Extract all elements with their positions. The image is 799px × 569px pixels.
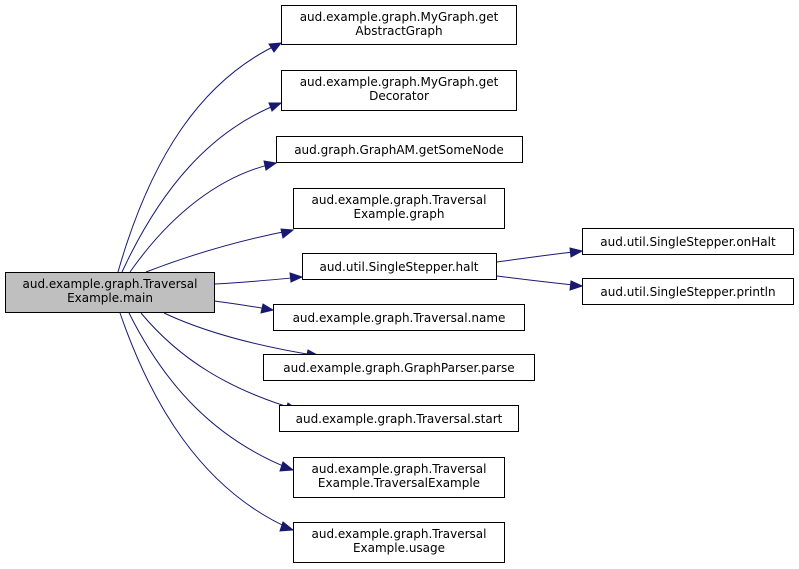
node-singlestepper-halt[interactable]: aud.util.SingleStepper.halt [302, 253, 497, 280]
node-label: aud.util.SingleStepper.onHalt [600, 235, 776, 249]
node-label: aud.graph.GraphAM.getSomeNode [294, 143, 504, 157]
edge-main-to-get-some-node [129, 160, 278, 273]
node-label-line1: aud.example.graph.MyGraph.get [300, 75, 499, 89]
node-singlestepper-on-halt[interactable]: aud.util.SingleStepper.onHalt [582, 228, 794, 255]
node-mygraph-get-abstract-graph[interactable]: aud.example.graph.MyGraph.get AbstractGr… [281, 5, 517, 45]
edge-main-to-halt [213, 272, 304, 285]
node-label-line1: aud.example.graph.Traversal [311, 462, 486, 476]
node-label-line1: aud.example.graph.Traversal [311, 193, 486, 207]
node-label: aud.util.SingleStepper.println [600, 285, 775, 299]
node-graphparser-parse[interactable]: aud.example.graph.GraphParser.parse [263, 354, 535, 381]
node-label: aud.example.graph.GraphParser.parse [283, 361, 514, 375]
edge-main-to-usage [119, 312, 295, 532]
node-label-line1: aud.example.graph.Traversal [22, 277, 197, 291]
node-label-line2: Example.TraversalExample [318, 476, 480, 490]
edge-halt-to-println [496, 275, 584, 291]
node-label-line1: aud.example.graph.Traversal [311, 527, 486, 541]
node-traversal-example-main[interactable]: aud.example.graph.Traversal Example.main [5, 272, 215, 313]
node-label: aud.example.graph.Traversal.start [296, 412, 503, 426]
edge-main-to-get-abstract-graph [117, 42, 283, 273]
edge-main-to-traversal-name [213, 300, 275, 314]
node-label: aud.example.graph.Traversal.name [293, 311, 506, 325]
node-label-line2: AbstractGraph [355, 24, 442, 38]
node-singlestepper-println[interactable]: aud.util.SingleStepper.println [582, 278, 794, 305]
node-label-line2: Example.graph [353, 207, 444, 221]
edge-main-to-traversal-graph [145, 228, 295, 273]
edge-main-to-get-decorator [121, 102, 283, 273]
node-grapham-get-some-node[interactable]: aud.graph.GraphAM.getSomeNode [276, 136, 523, 163]
node-traversal-start[interactable]: aud.example.graph.Traversal.start [279, 405, 519, 432]
node-traversal-example-constructor[interactable]: aud.example.graph.Traversal Example.Trav… [293, 457, 505, 498]
node-traversal-example-usage[interactable]: aud.example.graph.Traversal Example.usag… [293, 522, 505, 563]
node-label-line2: Example.main [67, 291, 153, 305]
edge-main-to-traversal-example-ctor [128, 312, 295, 472]
node-label: aud.util.SingleStepper.halt [319, 260, 478, 274]
node-mygraph-get-decorator[interactable]: aud.example.graph.MyGraph.get Decorator [281, 70, 517, 111]
node-traversal-name[interactable]: aud.example.graph.Traversal.name [273, 304, 525, 331]
edge-halt-to-on-halt [496, 247, 584, 263]
node-label-line2: Example.usage [353, 541, 445, 555]
node-traversal-example-graph[interactable]: aud.example.graph.Traversal Example.grap… [293, 188, 505, 229]
node-label-line1: aud.example.graph.MyGraph.get [300, 10, 499, 24]
node-label-line2: Decorator [369, 89, 429, 103]
